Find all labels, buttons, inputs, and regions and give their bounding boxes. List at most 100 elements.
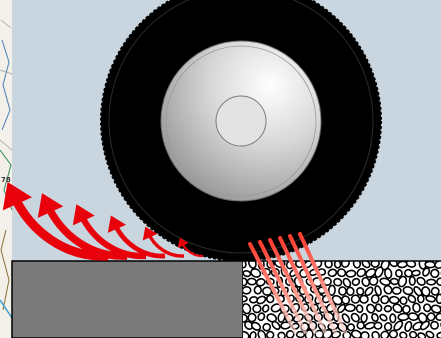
gravel-stone — [356, 268, 367, 278]
gravel-stone — [368, 276, 379, 286]
gravel-stone — [374, 266, 384, 278]
gravel-stone — [333, 261, 342, 269]
gravel-stone — [397, 312, 410, 322]
gravel-stone — [371, 313, 379, 322]
gravel-stone — [408, 275, 416, 286]
gravel-stone — [338, 286, 347, 296]
wheel-rim-inner-ring — [165, 45, 317, 197]
gravel-stone — [336, 303, 346, 314]
reflected-wave-arrowhead — [37, 193, 64, 218]
gravel-stone — [277, 311, 286, 323]
gravel-stone — [425, 295, 436, 303]
gravel-stone — [341, 313, 351, 324]
gravel-stone — [344, 303, 356, 313]
gravel-stone — [342, 277, 352, 288]
gravel-stone — [392, 303, 403, 314]
gravel-stone — [257, 312, 266, 322]
gravel-stone — [404, 268, 413, 278]
gravel-stone — [416, 276, 426, 286]
gravel-stone — [435, 293, 441, 305]
wheel-hub-cap — [215, 95, 267, 147]
gravel-stone — [402, 286, 414, 296]
gravel-stone — [250, 268, 262, 278]
gravel-stone — [365, 268, 377, 278]
gravel-stone — [426, 278, 437, 286]
gravel-stone — [383, 322, 393, 332]
gravel-stone — [350, 312, 360, 323]
tire — [100, 0, 382, 262]
gravel-stone — [243, 303, 252, 315]
gravel-stone — [389, 313, 397, 324]
gravel-stone — [345, 286, 355, 296]
absorbed-wave-streak — [268, 238, 317, 334]
gravel-stone — [322, 276, 332, 286]
gravel-stone — [436, 277, 441, 286]
gravel-stone — [416, 294, 425, 304]
gravel-stone — [424, 261, 436, 269]
gravel-stone — [394, 269, 403, 278]
gravel-stone — [380, 295, 390, 305]
gravel-stone — [266, 313, 278, 323]
gravel-stone — [250, 321, 262, 331]
gravel-stone — [397, 275, 408, 288]
gravel-stone — [389, 277, 399, 286]
gravel-stone — [243, 313, 248, 323]
gravel-stone — [271, 320, 281, 330]
absorbed-wave-streak — [298, 232, 347, 334]
gravel-stone — [411, 269, 421, 277]
gravel-stone — [379, 277, 391, 286]
gravel-stone — [261, 304, 270, 313]
reflected-waves — [2, 182, 204, 261]
gravel-stone — [407, 294, 417, 304]
gravel-stone — [252, 304, 262, 314]
gravel-stone — [360, 312, 368, 323]
gravel-stone — [426, 312, 436, 322]
gravel-stone — [277, 331, 286, 338]
gravel-stones — [243, 261, 441, 338]
gravel-stone — [304, 329, 314, 338]
gravel-stone — [391, 286, 402, 295]
gravel-stone — [356, 321, 365, 330]
gravel-stone — [370, 294, 380, 304]
gravel-stone — [243, 270, 252, 278]
absorbed-wave-streak — [288, 234, 337, 334]
gravel-stone — [341, 295, 351, 305]
gravel-stone — [333, 277, 343, 287]
gravel-stone — [373, 321, 383, 330]
gravel-stone — [327, 284, 336, 296]
gravel-stone — [399, 296, 408, 305]
gravel-stone — [345, 269, 357, 278]
reflected-wave-arrowhead — [107, 215, 126, 233]
gravel-stone — [404, 320, 413, 332]
absorbed-wave-streak — [248, 242, 297, 334]
gravel-stone — [248, 261, 257, 269]
gravel-stone — [355, 304, 364, 314]
reflected-wave-arrowhead — [72, 204, 95, 226]
reflected-wave-arrowhead — [142, 226, 158, 241]
reflected-wave-arrow — [43, 201, 128, 260]
reflected-wave-arrowhead — [177, 237, 189, 248]
gravel-stone — [379, 313, 388, 322]
gravel-stone — [388, 295, 400, 305]
gravel-stone — [243, 261, 247, 269]
absorbed-waves — [248, 232, 347, 334]
gravel-stone — [366, 303, 376, 314]
gravel-stone — [356, 287, 365, 296]
road-surface — [11, 260, 244, 338]
gravel-stone — [256, 295, 267, 305]
gravel-stone — [247, 312, 257, 323]
map-strip: 78 — [0, 0, 13, 338]
absorbed-wave-streak — [258, 240, 307, 334]
gravel-stone — [295, 330, 306, 338]
map-label: 78 — [1, 176, 11, 184]
gravel-stone — [405, 261, 417, 268]
gravel-stone — [423, 303, 432, 313]
gravel-stone — [253, 285, 263, 295]
gravel-stone — [430, 268, 440, 279]
gravel-stone — [430, 286, 440, 296]
reflected-wave-arrow — [8, 192, 109, 261]
gravel-stone — [383, 304, 393, 313]
gravel-stone — [265, 294, 275, 304]
